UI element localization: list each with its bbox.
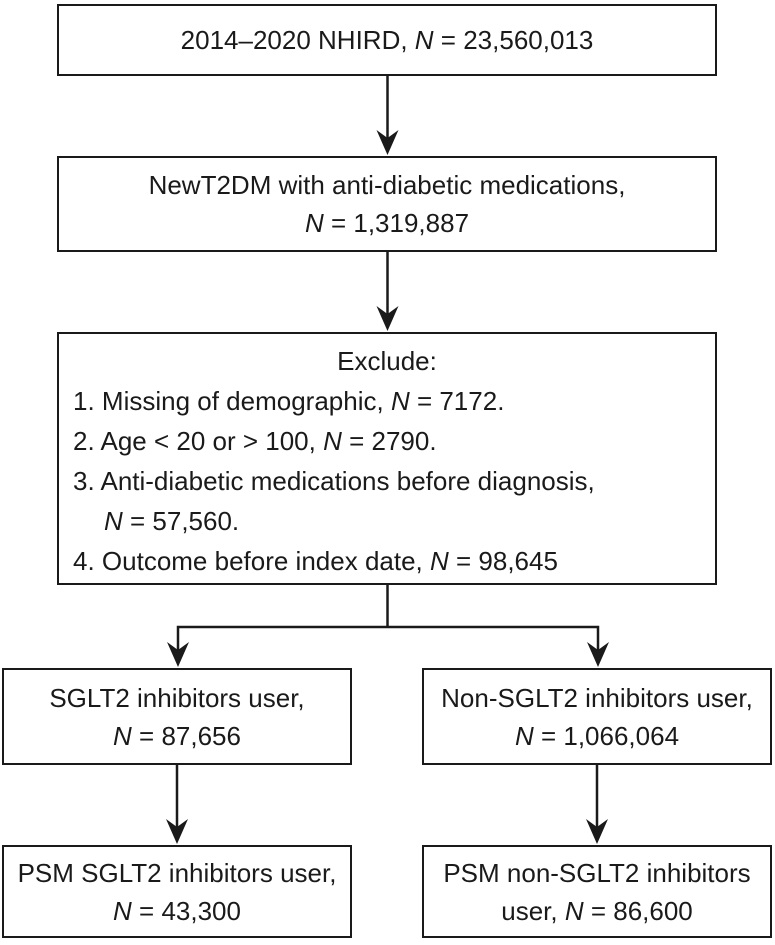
arrowhead-into-psm-sglt2	[166, 819, 188, 844]
psm-non-sglt2-text-line1: PSM non-SGLT2 inhibitors	[443, 857, 751, 888]
arrowhead-into-psm-nonsglt2	[586, 819, 608, 844]
exclude-item-3-continued: N = 57,560.	[104, 506, 240, 536]
box-psm-non-sglt2-user: PSM non-SGLT2 inhibitors user, N = 86,60…	[422, 845, 772, 938]
box-nhird-source: 2014–2020 NHIRD, N = 23,560,013	[57, 4, 717, 76]
sglt2-text-line1: SGLT2 inhibitors user,	[49, 682, 305, 713]
exclude-item-3: 3. Anti-diabetic medications before diag…	[73, 466, 595, 496]
psm-non-sglt2-text-line2: user, N = 86,600	[501, 895, 693, 926]
exclude-item-2: 2. Age < 20 or > 100, N = 2790.	[73, 426, 437, 456]
arrowhead-into-newt2dm	[376, 130, 399, 155]
box-non-sglt2-user: Non-SGLT2 inhibitors user, N = 1,066,064	[422, 668, 772, 765]
box-newt2dm: NewT2DM with anti-diabetic medications, …	[57, 156, 717, 252]
exclude-title: Exclude:	[337, 346, 437, 376]
psm-sglt2-text-line1: PSM SGLT2 inhibitors user,	[17, 857, 337, 888]
exclude-item-4: 4. Outcome before index date, N = 98,645	[73, 546, 558, 576]
nhird-text: 2014–2020 NHIRD, N = 23,560,013	[180, 25, 594, 55]
arrowhead-into-nonsglt2	[587, 642, 609, 667]
arrowhead-into-sglt2	[167, 642, 189, 667]
arrowhead-into-exclude	[376, 306, 399, 331]
box-psm-sglt2-user: PSM SGLT2 inhibitors user, N = 43,300	[2, 845, 352, 938]
box-exclusions: Exclude: 1. Missing of demographic, N = …	[57, 332, 717, 585]
non-sglt2-text-line1: Non-SGLT2 inhibitors user,	[441, 682, 753, 713]
exclude-item-1: 1. Missing of demographic, N = 7172.	[73, 386, 505, 416]
psm-sglt2-text-line2: N = 43,300	[113, 895, 241, 926]
box-sglt2-user: SGLT2 inhibitors user, N = 87,656	[2, 668, 352, 765]
sglt2-text-line2: N = 87,656	[113, 720, 241, 751]
non-sglt2-text-line2: N = 1,066,064	[514, 720, 680, 751]
newt2dm-text-line2: N = 1,319,887	[304, 208, 470, 238]
newt2dm-text-line1: NewT2DM with anti-diabetic medications,	[148, 170, 626, 200]
connector-split-bar	[176, 625, 600, 660]
